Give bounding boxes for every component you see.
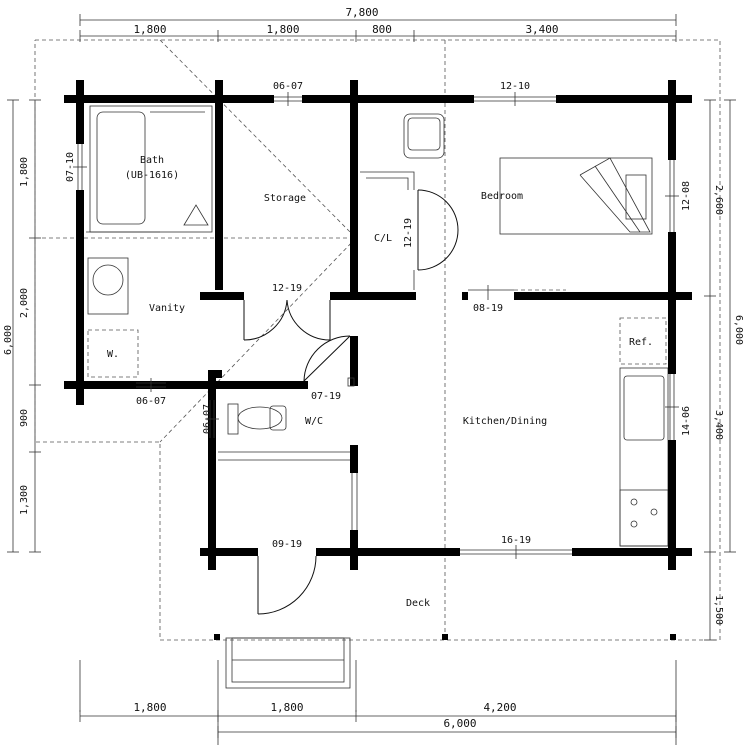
room-label-bath-unit: (UB-1616) — [125, 170, 179, 181]
walls — [64, 80, 692, 570]
dim-bottom-seg-3: 4,200 — [483, 701, 516, 714]
room-label-bath: Bath — [140, 155, 164, 166]
dim-bottom-seg-2: 1,800 — [270, 701, 303, 714]
dim-top-seg-3: 800 — [372, 23, 392, 36]
label-wc-window: 06-07 — [202, 404, 213, 434]
label-kitchen-window: 14-06 — [681, 406, 692, 436]
dim-left-seg-2: 2,000 — [19, 288, 30, 318]
opening-labels: 06-07 12-10 07-10 12-08 12-19 12-19 08-1… — [65, 81, 692, 550]
room-label-storage: Storage — [264, 193, 306, 204]
roof-outline — [34, 39, 721, 641]
room-label-wc: W/C — [305, 416, 323, 427]
openings — [73, 92, 679, 559]
room-label-closet: C/L — [374, 233, 392, 244]
room-label-washer: W. — [107, 349, 119, 360]
label-closet-door: 12-19 — [403, 218, 414, 248]
label-storage-window: 06-07 — [273, 81, 303, 92]
label-vanity-door: 12-19 — [272, 283, 302, 294]
doors — [243, 189, 459, 615]
dim-top-seg-4: 3,400 — [525, 23, 558, 36]
fixtures — [86, 105, 676, 689]
room-labels: Bath (UB-1616) Storage Bedroom C/L Vanit… — [107, 155, 653, 609]
dimension-lines — [7, 14, 736, 745]
room-label-vanity: Vanity — [149, 303, 185, 314]
room-label-kitchen-dining: Kitchen/Dining — [463, 416, 547, 427]
dim-top-seg-2: 1,800 — [266, 23, 299, 36]
dimension-labels: 7,800 1,800 1,800 800 3,400 1,800 2,000 … — [3, 6, 744, 730]
label-bath-window: 07-10 — [65, 152, 76, 182]
label-wc-door: 07-19 — [311, 391, 341, 402]
label-deck-door: 16-19 — [501, 535, 531, 546]
dim-left-seg-3: 900 — [19, 409, 30, 427]
dim-right-seg-2: 3,400 — [713, 410, 724, 440]
label-vanity-window: 06-07 — [136, 396, 166, 407]
dim-right-seg-1: 2,600 — [713, 185, 724, 215]
room-label-fridge: Ref. — [629, 337, 653, 348]
dim-top-total: 7,800 — [345, 6, 378, 19]
dim-left-seg-4: 1,300 — [19, 485, 30, 515]
room-label-deck: Deck — [406, 598, 430, 609]
dim-bottom-seg-1: 1,800 — [133, 701, 166, 714]
room-label-bedroom: Bedroom — [481, 191, 523, 202]
dim-bottom-total: 6,000 — [443, 717, 476, 730]
dim-right-seg-3: 1,500 — [713, 595, 724, 625]
label-entry-door: 09-19 — [272, 539, 302, 550]
dim-left-seg-1: 1,800 — [19, 157, 30, 187]
dim-right-total: 6,000 — [733, 315, 744, 345]
dim-top-seg-1: 1,800 — [133, 23, 166, 36]
label-bedroom-door: 08-19 — [473, 303, 503, 314]
label-bedroom-window-right: 12-08 — [681, 181, 692, 211]
label-bedroom-window-top: 12-10 — [500, 81, 530, 92]
dim-left-total: 6,000 — [3, 325, 14, 355]
